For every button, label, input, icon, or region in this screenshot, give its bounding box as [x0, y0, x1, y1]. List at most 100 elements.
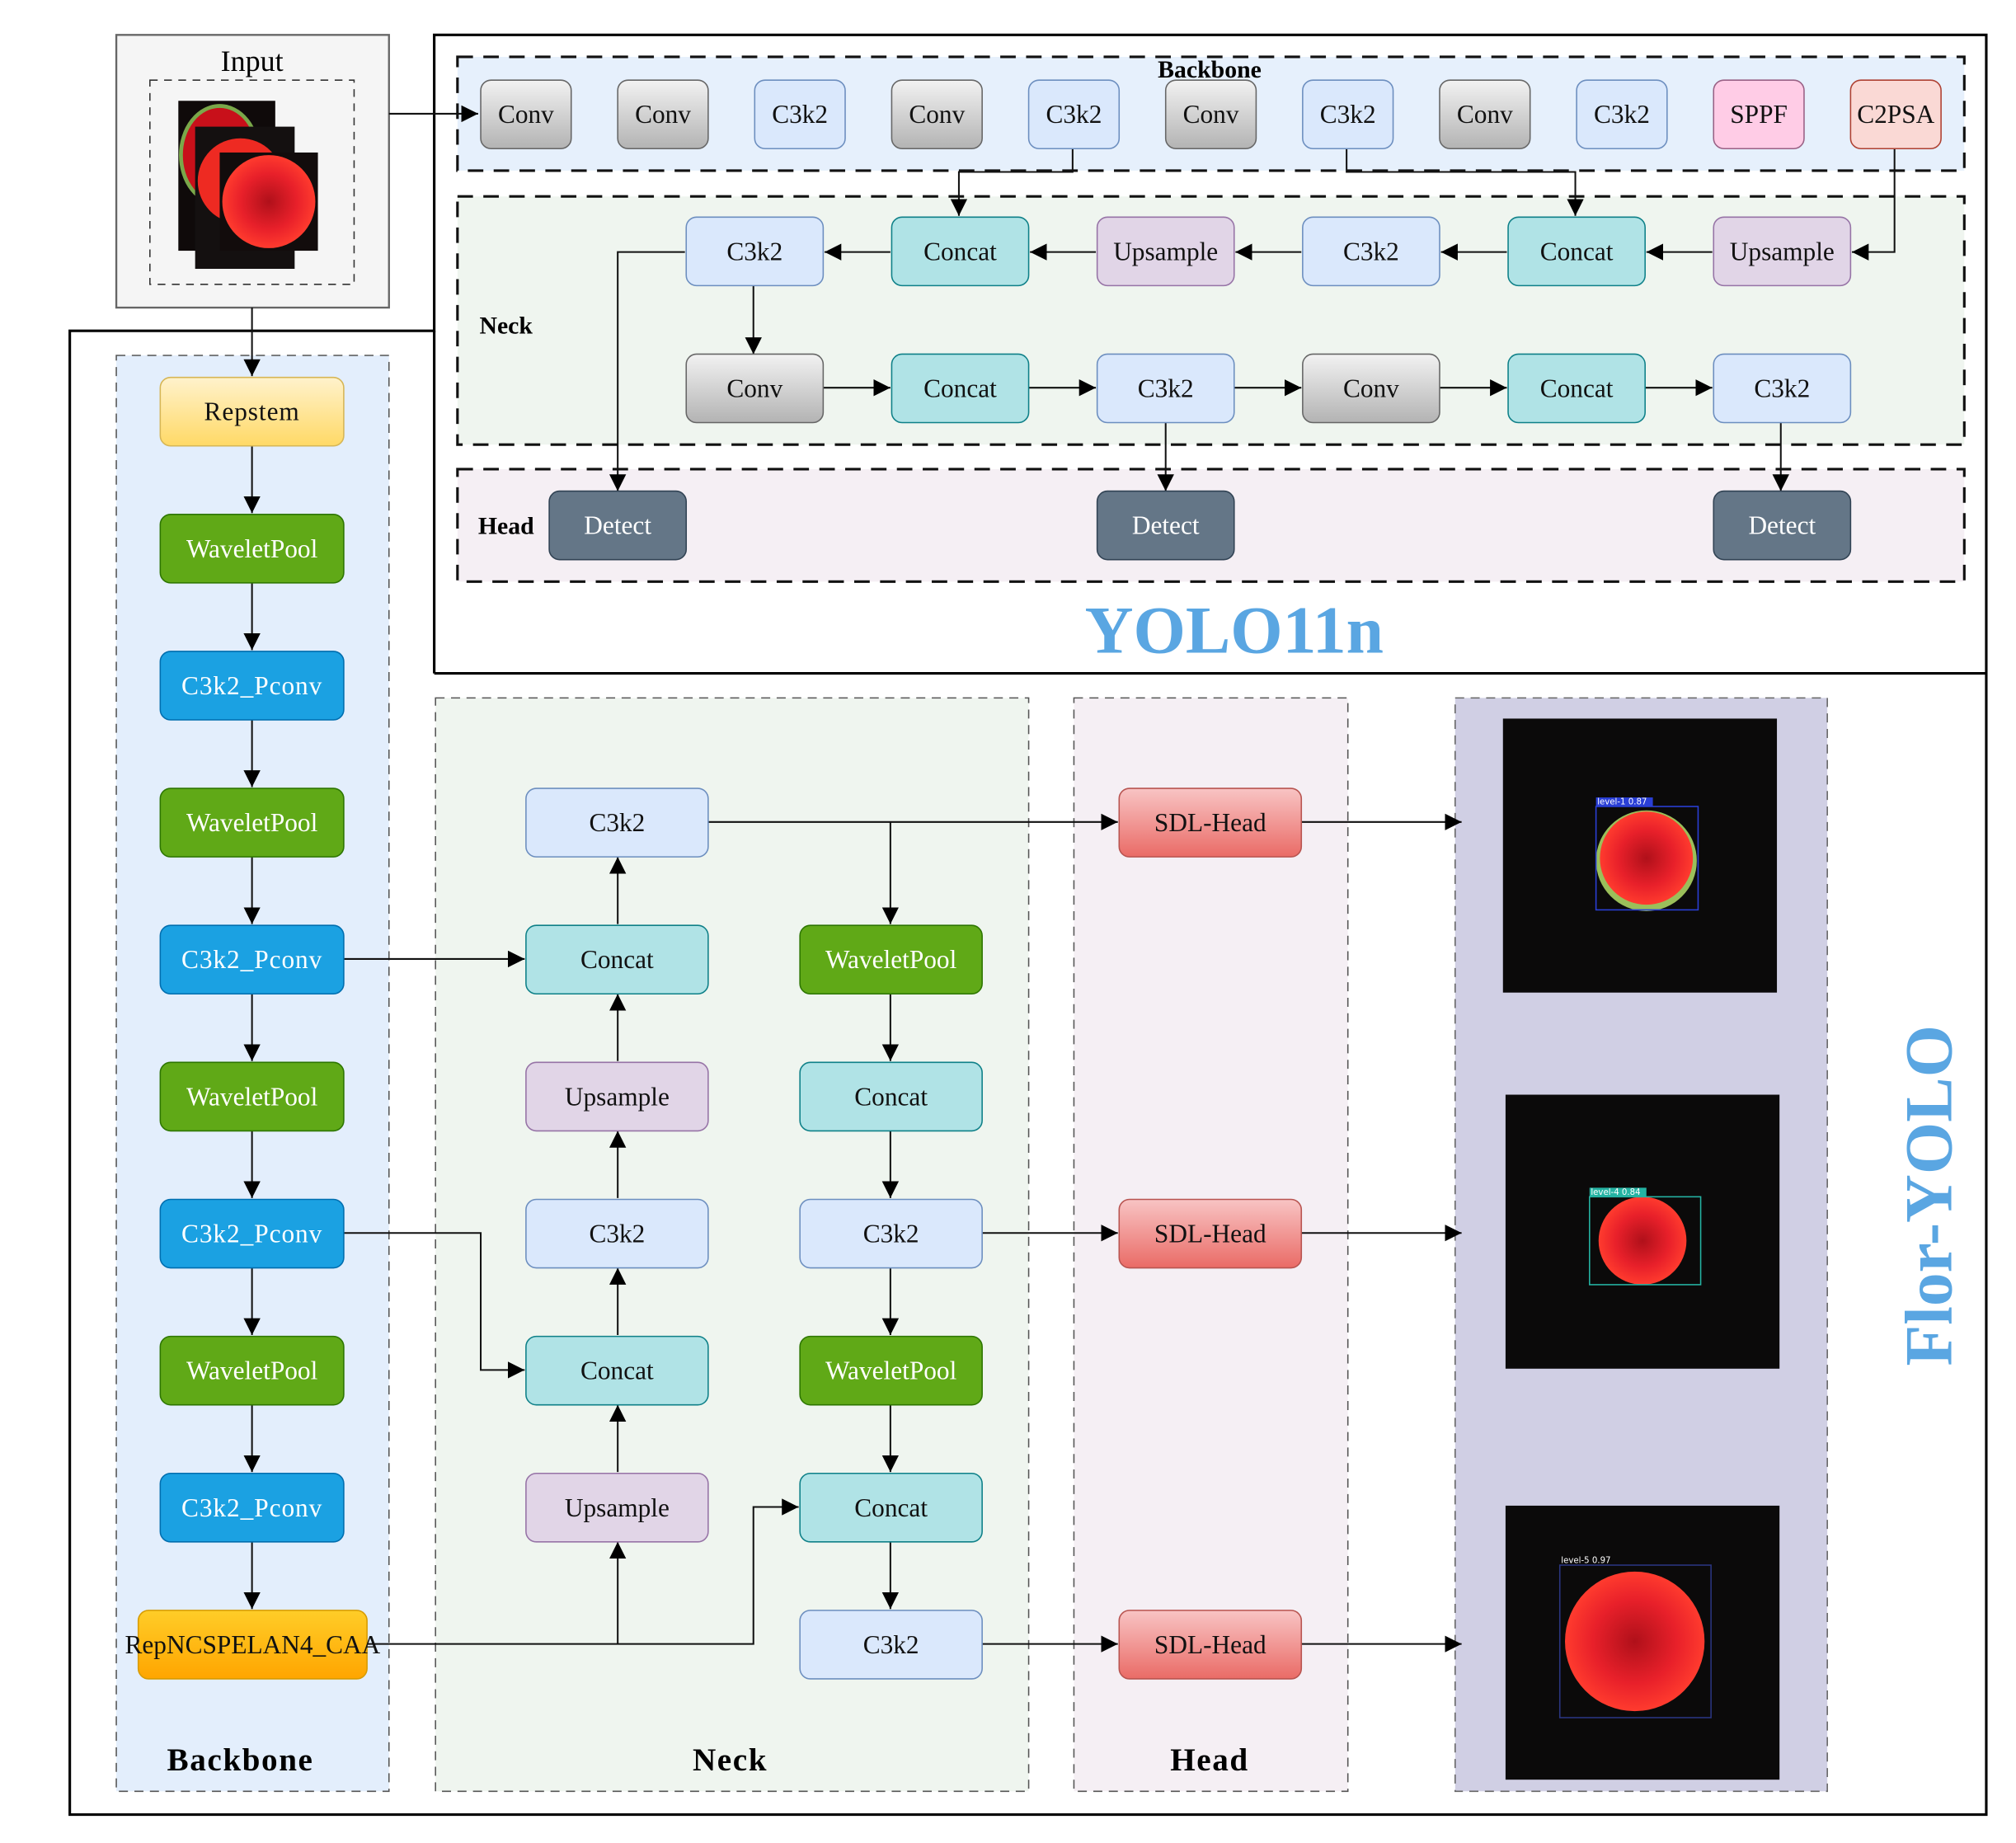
yolo11n-backbone-c3k2-3: C3k2 [754, 79, 846, 150]
flor-backbone-c3k2-pconv-7-label: C3k2_Pconv [181, 1220, 322, 1248]
flor-backbone-repncspelan4-caa-label: RepNCSPELAN4_CAA [125, 1630, 380, 1659]
flor-backbone-c3k2-pconv-3: C3k2_Pconv [159, 651, 345, 721]
yolo11n-backbone-label: Backbone [1158, 56, 1262, 83]
yolo11n-detect-2-label: Detect [1132, 511, 1200, 540]
flor-neck-right-waveletpool-1-box [799, 924, 983, 995]
yolo11n-neck-top-concat-2: Concat [891, 216, 1030, 287]
flor-neck-left-c3k2-1-label: C3k2 [589, 808, 645, 837]
flor-backbone-c3k2-pconv-7: C3k2_Pconv [159, 1198, 345, 1269]
yolo11n-neck-top-upsample-3: Upsample [1096, 216, 1235, 287]
flor-backbone-c3k2-pconv-9: C3k2_Pconv [159, 1472, 345, 1543]
flor-neck-left-concat-5: Concat [525, 1335, 709, 1406]
yolo11n-neck-bottom-c3k2-3-box [1096, 353, 1235, 424]
yolo11n-neck-bottom-concat-5-box [1507, 353, 1646, 424]
flor-sdl-head-2: SDL-Head [1118, 1198, 1303, 1269]
yolo11n-detect-3: Detect [1713, 490, 1852, 561]
yolo11n-neck-label: Neck [479, 312, 533, 339]
flor-backbone-waveletpool-6-box [159, 1061, 345, 1132]
yolo11n-backbone-conv-1: Conv [480, 79, 572, 150]
flor-backbone-repncspelan4-caa: RepNCSPELAN4_CAA [125, 1610, 381, 1680]
yolo11n-neck-bottom-conv-4-box [1302, 353, 1440, 424]
yolo11n-backbone-conv-8: Conv [1439, 79, 1531, 150]
flor-backbone-waveletpool-2-box [159, 514, 345, 584]
flor-neck-right-waveletpool-4: WaveletPool [799, 1335, 983, 1406]
flor-neck-left-upsample-6-box [525, 1472, 709, 1543]
yolo11n-neck-bottom-c3k2-3: C3k2 [1096, 353, 1235, 424]
yolo11n-neck-top-concat-2-box [891, 216, 1030, 287]
flor-backbone-waveletpool-8-label: WaveletPool [186, 1356, 318, 1385]
input-title: Input [221, 45, 284, 78]
flor-backbone-waveletpool-2: WaveletPool [159, 514, 345, 584]
yolo11n-neck-top-upsample-6-box [1713, 216, 1852, 287]
detection-outputs: level-1 0.87 level-4 0.84 level-5 0.97 [1502, 718, 1780, 1780]
yolo11n-backbone-c3k2-5-label: C3k2 [1046, 100, 1102, 129]
yolo11n-neck-top-upsample-3-label: Upsample [1113, 237, 1218, 266]
yolo11n-detect-2-box [1096, 490, 1235, 561]
yolo11n-backbone-c3k2-7-label: C3k2 [1320, 100, 1376, 129]
yolo11n-backbone-conv-2-label: Conv [635, 100, 691, 129]
flor-backbone-repstem-1-label: Repstem [204, 397, 300, 426]
yolo11n-head-label: Head [478, 512, 534, 539]
detection-label: level-5 0.97 [1561, 1557, 1610, 1566]
flor-backbone-c3k2-pconv-9-label: C3k2_Pconv [181, 1493, 322, 1522]
yolo11n-backbone-conv-4-box [891, 79, 983, 150]
flor-backbone-label: Backbone [167, 1742, 314, 1778]
flor-neck-left-c3k2-4-box [525, 1198, 709, 1269]
flor-head-label: Head [1170, 1742, 1249, 1778]
flor-neck-right-concat-5-label: Concat [854, 1493, 928, 1522]
yolo11n-neck-bottom-conv-1: Conv [685, 353, 825, 424]
yolo11n-neck-top-upsample-6: Upsample [1713, 216, 1852, 287]
yolo11n-neck-top-upsample-6-label: Upsample [1730, 237, 1835, 266]
detection-output-image-1: level-1 0.87 [1502, 718, 1778, 993]
yolo11n-neck-bottom-concat-5-label: Concat [1540, 374, 1614, 402]
yolo11n-backbone-c2psa-11: C2PSA [1849, 79, 1942, 150]
flor-backbone-waveletpool-4: WaveletPool [159, 788, 345, 858]
yolo11n-detect-1: Detect [548, 490, 688, 561]
yolo11n-neck-bottom-concat-2-box [891, 353, 1030, 424]
yolo11n-neck-bottom-concat-5: Concat [1507, 353, 1646, 424]
detection-bounding-box [1558, 1564, 1712, 1718]
yolo11n-neck-bottom-c3k2-6-label: C3k2 [1754, 374, 1810, 402]
flor-sdl-head-3-box [1118, 1610, 1303, 1680]
flor-neck-right-concat-2-label: Concat [854, 1082, 928, 1111]
connections [243, 105, 1896, 1653]
yolo11n-backbone-c3k2-5: C3k2 [1027, 79, 1121, 150]
flor-sdl-head-1: SDL-Head [1118, 788, 1303, 858]
flor-neck-left-concat-5-box [525, 1335, 709, 1406]
flor-neck-right-c3k2-3-label: C3k2 [863, 1220, 919, 1248]
yolo11n-backbone-c3k2-5-box [1027, 79, 1121, 150]
flower [1598, 1197, 1687, 1285]
yolo11n-neck-top-concat-2-label: Concat [923, 237, 997, 266]
yolo11n-neck-bottom-conv-4: Conv [1302, 353, 1440, 424]
flor-neck-right-waveletpool-4-box [799, 1335, 983, 1406]
yolo11n-neck-bottom-concat-2: Concat [891, 353, 1030, 424]
yolo11n-neck-top-c3k2-1-box [685, 216, 825, 287]
flor-backbone-repncspelan4-caa-box [137, 1610, 368, 1680]
yolo11n-detect-1-box [548, 490, 688, 561]
detection-label: level-1 0.87 [1597, 798, 1647, 807]
yolo11n-neck-bottom-c3k2-6-box [1713, 353, 1852, 424]
flor-backbone-c3k2-pconv-9-box [159, 1472, 345, 1543]
flor-backbone-waveletpool-4-box [159, 788, 345, 858]
yolo11n-backbone-conv-1-label: Conv [498, 100, 554, 129]
flor-backbone-waveletpool-8-box [159, 1335, 345, 1406]
yolo11n-backbone-conv-4-label: Conv [909, 100, 965, 129]
flor-neck-right-waveletpool-4-label: WaveletPool [825, 1356, 957, 1385]
yolo11n-backbone-sppf-10-box [1713, 79, 1805, 150]
detection-label: level-4 0.84 [1591, 1188, 1640, 1197]
yolo11n-neck-top-c3k2-4-box [1302, 216, 1440, 287]
yolo11n-detect-3-box [1713, 490, 1852, 561]
yolo11n-neck-top-c3k2-4: C3k2 [1302, 216, 1440, 287]
flor-neck-right-c3k2-6: C3k2 [799, 1610, 983, 1680]
flor-neck-right-c3k2-6-box [799, 1610, 983, 1680]
flor-backbone-c3k2-pconv-7-box [159, 1198, 345, 1269]
yolo11n-neck-bottom-conv-1-box [685, 353, 825, 424]
yolo11n-neck-bottom-c3k2-6: C3k2 [1713, 353, 1852, 424]
flor-neck-right-c3k2-6-label: C3k2 [863, 1630, 919, 1659]
yolo11n-backbone-conv-2: Conv [617, 79, 709, 150]
flor-backbone-waveletpool-6: WaveletPool [159, 1061, 345, 1132]
flor-neck-left-upsample-3-box [525, 1061, 709, 1132]
yolo11n-neck-top-c3k2-4-label: C3k2 [1343, 237, 1399, 266]
flor-backbone-waveletpool-2-label: WaveletPool [186, 534, 318, 563]
